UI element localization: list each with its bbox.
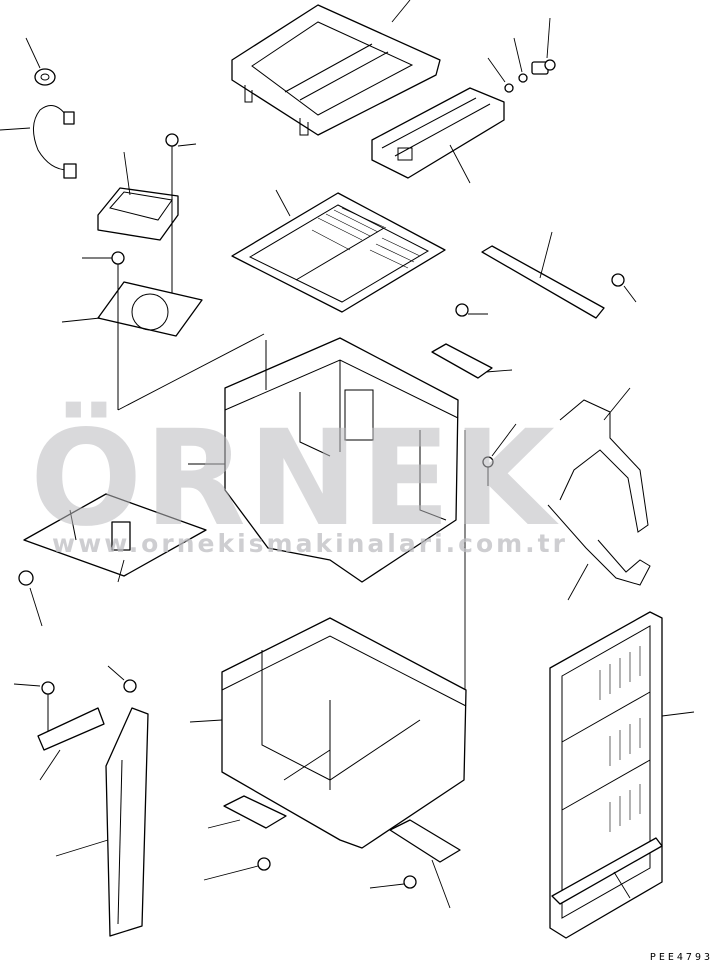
top-frame-cover <box>231 0 441 136</box>
watermark: ÖRNEK www.ornekismakinalari.com.tr <box>30 402 568 558</box>
bracket-lower-left <box>37 707 105 781</box>
lower-housing <box>189 617 467 849</box>
screw-left <box>82 251 125 410</box>
bracket-plate <box>61 281 203 337</box>
left-bracket <box>23 493 207 583</box>
filter-hatching <box>311 207 421 269</box>
wire-harness <box>0 105 77 179</box>
duct-piece <box>371 87 505 184</box>
upper-housing <box>188 337 459 583</box>
plate-lower-right <box>389 819 461 909</box>
screw-lower-left <box>107 665 137 693</box>
clip-right <box>611 273 637 303</box>
grommet <box>25 37 56 86</box>
screw-lower-centre <box>203 857 271 881</box>
watermark-url: www.ornekismakinalari.com.tr <box>52 529 568 558</box>
control-unit <box>97 151 179 241</box>
screw-centre <box>482 423 517 486</box>
drawing-code: PEE4793 <box>649 952 713 963</box>
clip-left <box>18 570 43 627</box>
duct-panel <box>55 707 149 937</box>
bolt-nut-set <box>487 17 556 93</box>
air-filter-top <box>231 189 446 313</box>
clip-lower-left <box>13 681 55 736</box>
plate-lower-left <box>207 795 287 829</box>
flexible-hose <box>547 387 651 601</box>
side-filter-hatching <box>599 646 641 832</box>
seal-strip <box>481 231 605 319</box>
bolt-centre <box>455 303 488 317</box>
watermark-brand: ÖRNEK <box>30 402 559 556</box>
reference-lines <box>117 333 466 690</box>
seal-strip-lower <box>551 837 663 905</box>
screw-lower-right <box>369 875 417 889</box>
small-plate <box>431 343 513 379</box>
